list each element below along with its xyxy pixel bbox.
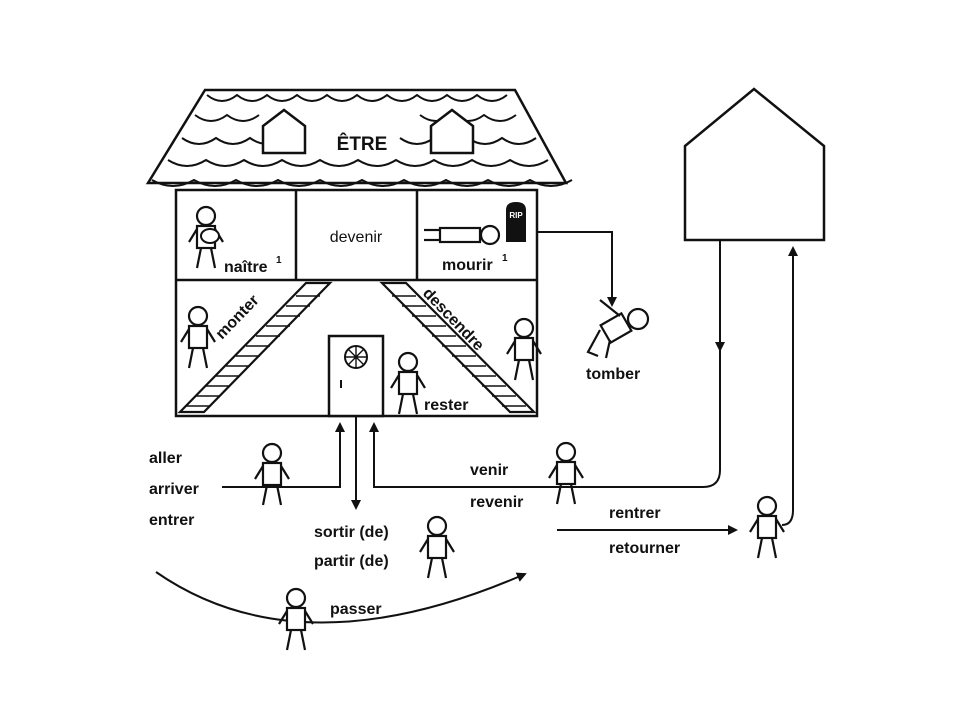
label-sortir: sortir (de)	[314, 524, 389, 541]
label-devenir: devenir	[330, 229, 383, 246]
label-venir: venir	[470, 462, 508, 479]
label-entrer: entrer	[149, 512, 194, 529]
figure-venir	[547, 441, 585, 506]
arrow-tomber	[537, 231, 617, 307]
lying-figure	[424, 224, 501, 246]
figure-rentrer	[748, 495, 786, 560]
arrow-passer	[155, 571, 527, 624]
arrow-venir	[369, 240, 721, 488]
room-mourir: RIP mourir 1	[424, 202, 526, 274]
room-naitre: naître 1	[187, 205, 282, 276]
dormer-right	[429, 108, 475, 155]
door	[327, 334, 385, 418]
label-mourir: mourir	[442, 257, 493, 274]
label-revenir: revenir	[470, 494, 523, 511]
label-naitre: naître	[224, 259, 268, 276]
label-rentrer: rentrer	[609, 505, 661, 522]
label-rester: rester	[424, 397, 468, 414]
arrow-return-home	[781, 246, 798, 526]
figure-partir	[418, 515, 456, 580]
label-partir: partir (de)	[314, 553, 389, 570]
tombstone-icon: RIP	[506, 202, 526, 242]
other-house	[683, 87, 826, 242]
label-passer: passer	[330, 601, 382, 618]
figure-entrer	[253, 442, 291, 507]
label-naitre-sup: 1	[276, 255, 282, 266]
label-aller: aller	[149, 450, 182, 467]
roof: ÊTRE	[145, 88, 573, 187]
label-retourner: retourner	[609, 540, 680, 557]
label-mourir-sup: 1	[502, 253, 508, 264]
svg-text:RIP: RIP	[509, 211, 523, 220]
arrow-entrer	[222, 422, 345, 488]
dormer-left	[261, 108, 307, 155]
label-arriver: arriver	[149, 481, 199, 498]
title-etre: ÊTRE	[337, 133, 388, 155]
label-tomber: tomber	[586, 366, 640, 383]
figure-tomber	[586, 299, 650, 359]
